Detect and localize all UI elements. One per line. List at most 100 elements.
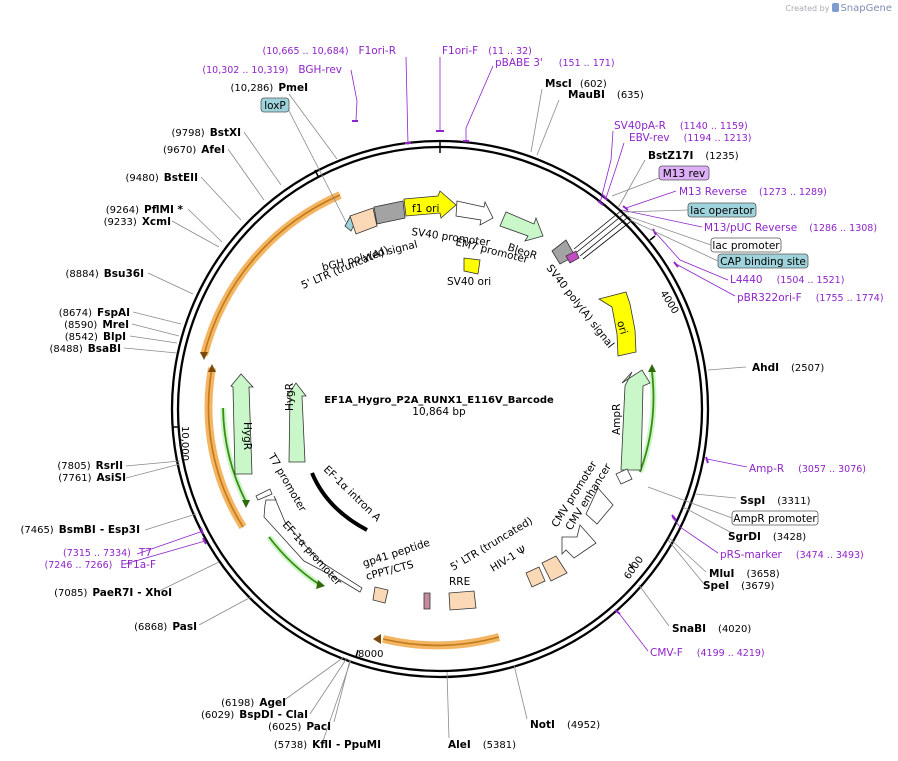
primer-leader-lines — [124, 56, 748, 652]
ring-ticks — [172, 142, 656, 658]
primer-ebv-rev: EBV-rev(1194 .. 1213) — [629, 132, 752, 144]
box-m13-rev: M13 rev — [663, 168, 706, 180]
enzyme-bsabi: (8488)BsaBI — [49, 343, 121, 355]
enzyme-bsmbi-esp3i: (7465)BsmBI- Esp3I — [20, 524, 140, 536]
primer-labels: (10,665 .. 10,684)F1ori-R F1ori-F(11 .. … — [45, 45, 884, 659]
primer-m13-puc-reverse: M13/pUC Reverse(1286 .. 1308) — [704, 222, 877, 234]
feature-ef1a-intron — [310, 472, 368, 532]
feature-hygr-outer — [230, 373, 254, 475]
boxed-features: loxP M13 rev lac operator lac promoter C… — [260, 97, 819, 526]
enzyme-leader-lines — [123, 88, 747, 742]
enzyme-mrei: (8590)MreI — [64, 319, 129, 331]
primer-f1ori-r: (10,665 .. 10,684)F1ori-R — [263, 45, 396, 57]
ring-tick-2000 — [649, 235, 656, 241]
orf-arrowhead-left-inner — [208, 364, 216, 372]
label-hygr-inner: HygR — [284, 383, 296, 411]
enzyme-pflmi: (9264)PflMI * — [106, 204, 184, 216]
primer-ef1a-f: (7246 .. 7266)EF1a-F — [45, 559, 156, 571]
label-rre: RRE — [449, 576, 470, 588]
features — [230, 190, 651, 611]
green-arrowhead-bottom-left — [316, 580, 325, 589]
orf-arcs — [200, 191, 657, 650]
primer-t7: (7315 .. 7334)T7 — [63, 547, 152, 559]
lac-region-lines — [573, 209, 631, 260]
green-arc-right-core — [639, 371, 655, 473]
primer-bgh-rev: (10,302 .. 10,319)BGH-rev — [202, 64, 342, 76]
orf-arc-left-inner-core — [207, 367, 244, 528]
orf-arc-bottom-core — [382, 636, 500, 647]
enzyme-asisi: (7761)AsiSI — [58, 472, 126, 484]
ring-tick-4000 — [628, 563, 634, 569]
enzyme-pasi: (6868)PasI — [134, 621, 197, 633]
tick-label-8000: 10,000 — [179, 426, 190, 461]
orf-arrowhead-left-outer — [200, 352, 208, 360]
enzyme-bsteii: (9480)BstEII — [125, 172, 198, 184]
feature-sv40-promoter — [455, 200, 494, 226]
feature-cppt — [423, 592, 431, 610]
enzyme-agei: (6198)AgeI — [221, 697, 286, 709]
feature-bleor — [499, 211, 544, 242]
feature-hygr-inner — [286, 382, 307, 463]
feature-5ltr-top — [349, 207, 378, 235]
tick-label-6000: 8000 — [358, 649, 383, 660]
enzyme-xcmi: (9233)XcmI — [104, 216, 171, 228]
watermark: Created by SnapGene — [785, 3, 892, 14]
feature-t7-promoter — [255, 488, 273, 501]
label-ampr: AmpR — [611, 404, 623, 435]
enzyme-kfli-ppumi: (5738)KflI- PpuMI — [274, 739, 381, 751]
label-sv40-ori: SV40 ori — [447, 276, 491, 288]
enzyme-noti: NotI(4952) — [530, 719, 600, 731]
watermark-created-by: Created by — [785, 4, 830, 13]
enzyme-mlui: MluI(3658) — [709, 568, 780, 580]
orf-arrowheads — [200, 352, 656, 644]
enzyme-rsrii: (7805)RsrII — [57, 460, 123, 472]
enzyme-sgrdi: SgrDI(3428) — [728, 531, 806, 543]
snapgene-logo-icon — [832, 3, 840, 12]
feature-5ltr-bottom — [541, 555, 568, 582]
enzyme-bsu36i: (8884)Bsu36I — [65, 268, 144, 280]
box-ampr-promoter: AmpR promoter — [733, 513, 817, 525]
ring-tick-10000 — [314, 169, 319, 177]
feature-bgh-polya — [373, 200, 406, 225]
feature-cmv-promoter — [561, 524, 597, 559]
plasmid-name: EF1A_Hygro_P2A_RUNX1_E116V_Barcode — [324, 395, 554, 406]
watermark-brand: SnapGene — [840, 3, 892, 14]
label-ef1a-intron: EF-1α intron A — [321, 464, 384, 525]
plasmid-size: 10,864 bp — [412, 406, 466, 418]
enzyme-bstz17i: BstZ17I(1235) — [648, 150, 739, 162]
enzyme-afei: (9670)AfeI — [163, 144, 225, 156]
enzyme-paer7i-xhoi: (7085)PaeR7I- XhoI — [54, 587, 172, 599]
box-lac-operator: lac operator — [690, 205, 754, 217]
primer-m13-reverse: M13 Reverse(1273 .. 1289) — [679, 186, 827, 198]
primer-prs-marker: pRS-marker(3474 .. 3493) — [720, 549, 864, 561]
feature-f1ori — [403, 190, 457, 219]
primer-l4440: L4440(1504 .. 1521) — [730, 274, 844, 286]
primer-markers — [200, 120, 709, 615]
label-bgh: bGH poly(A) signal — [321, 239, 419, 274]
green-arc-left-core — [222, 407, 247, 503]
feature-hiv-psi — [525, 566, 546, 588]
enzyme-maubi: MauBI(635) — [568, 89, 644, 101]
green-arrowhead-left — [242, 500, 250, 508]
ring-tick-6000 — [355, 649, 359, 658]
feature-ampr — [620, 369, 651, 471]
feature-ef1a-promoter — [263, 495, 363, 593]
primer-amp-r: Amp-R(3057 .. 3076) — [749, 463, 866, 475]
orf-arc-left-outer-core — [203, 194, 341, 356]
feature-gp41 — [372, 586, 389, 604]
feature-sv40-polya-cap — [565, 250, 580, 264]
label-f1ori: f1 ori — [412, 203, 439, 215]
feature-cmv-enhancer — [585, 487, 614, 525]
label-sv40-polya: SV40 poly(A) signal — [544, 262, 617, 350]
tick-label-4000: 6000 — [622, 555, 646, 582]
green-arrowhead-right — [648, 364, 656, 372]
box-cap-binding-site: CAP binding site — [720, 256, 806, 268]
enzyme-blpi: (8542)BlpI — [65, 331, 126, 343]
primer-pbr322ori-f: pBR322ori-F(1755 .. 1774) — [737, 292, 884, 304]
enzyme-pmei: (10,286)PmeI — [231, 82, 308, 94]
enzyme-ahdi: AhdI(2507) — [752, 362, 824, 374]
enzyme-alei: AleI(5381) — [448, 739, 516, 751]
enzyme-spei: SpeI(3679) — [703, 580, 774, 592]
feature-rre — [448, 590, 477, 611]
